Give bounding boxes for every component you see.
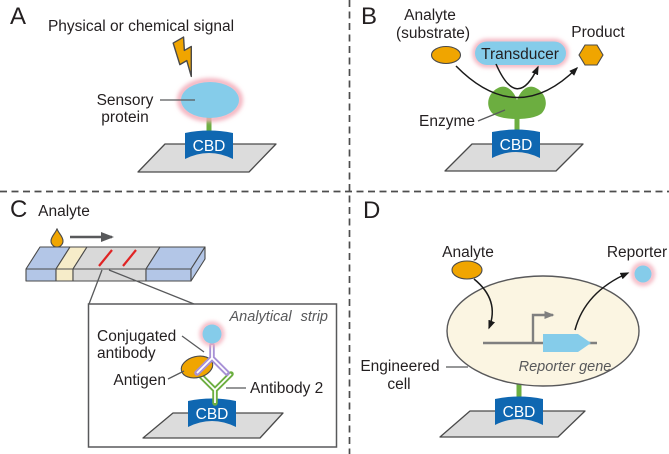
substrate-to-product-arrow xyxy=(455,65,579,99)
enzyme-label: Enzyme xyxy=(419,113,475,130)
conjugate-ball-glow xyxy=(199,321,225,347)
sensory-protein-shape xyxy=(181,82,239,118)
transducer-label: Transducer xyxy=(481,46,559,63)
panel-d: D Analyte Reporter CBD Reporter gene Eng… xyxy=(360,197,667,438)
antigen-pointer-line xyxy=(167,370,185,380)
reporter-label: Reporter xyxy=(607,244,667,261)
conjugate-ball xyxy=(202,324,222,344)
signal-label: Physical or chemical signal xyxy=(48,18,234,35)
panel-d-letter: D xyxy=(363,197,380,224)
product-hexagon-shape xyxy=(578,44,604,66)
reporter-gene-shape xyxy=(543,334,591,352)
conjugated-antibody-shape xyxy=(194,342,230,376)
reporter-ball xyxy=(634,265,652,283)
cellulose-surface-d xyxy=(439,410,586,438)
reporter-exit-arrow xyxy=(574,272,630,331)
engineered-cell-label-line1: Engineered xyxy=(360,358,439,375)
cellulose-surface-c xyxy=(142,412,284,439)
catalysis-arrow xyxy=(495,63,539,90)
analyte-substrate-shape xyxy=(430,45,462,65)
analytical-strip-caption: Analytical strip xyxy=(229,309,328,325)
analyte-label-c: Analyte xyxy=(38,203,90,220)
engineered-cell-label-line2: cell xyxy=(387,376,410,393)
lightning-bolt-icon xyxy=(172,36,193,78)
panel-b: B Analyte (substrate) Product Transducer… xyxy=(361,3,625,172)
sensory-protein-label-line1: Sensory xyxy=(97,92,154,109)
panel-c: C Analyte Analytical strip CBD xyxy=(10,196,338,448)
test-line xyxy=(98,249,113,267)
control-line xyxy=(122,249,137,267)
analyte-label-line1: Analyte xyxy=(404,7,456,24)
antibody-2-shape xyxy=(196,371,234,406)
analyte-shape-d xyxy=(451,260,483,280)
panel-a-letter: A xyxy=(10,3,26,30)
panel-a: A Physical or chemical signal CBD Sensor… xyxy=(10,3,277,173)
antigen-label: Antigen xyxy=(113,372,166,389)
analyte-label-line2: (substrate) xyxy=(396,25,470,42)
zoom-callout-line-left xyxy=(88,269,103,305)
cellulose-surface-b xyxy=(444,143,584,172)
product-label: Product xyxy=(571,24,625,41)
analyte-label-d: Analyte xyxy=(442,244,494,261)
panel-c-letter: C xyxy=(10,196,27,223)
reporter-ball-glow xyxy=(631,262,655,286)
promoter-arrow xyxy=(531,311,555,343)
enzyme-shape xyxy=(488,86,546,119)
cbd-label-d: CBD xyxy=(503,404,536,421)
lateral-flow-strip xyxy=(25,246,206,282)
analyte-entry-arrow xyxy=(473,278,495,330)
enzyme-pointer-line xyxy=(477,109,506,122)
cbd-label-a: CBD xyxy=(193,138,226,155)
conjugated-pointer-line xyxy=(181,335,205,353)
conjugated-antibody-label-line1: Conjugated xyxy=(97,328,176,345)
cbd-label-b: CBD xyxy=(500,137,533,154)
sensory-protein-label-line2: protein xyxy=(101,109,148,126)
cbd-label-c: CBD xyxy=(196,406,229,423)
engineered-cell-shape xyxy=(446,275,640,387)
conjugated-antibody-label-line2: antibody xyxy=(97,345,156,362)
panel-b-letter: B xyxy=(361,3,377,30)
antibody-2-label: Antibody 2 xyxy=(250,380,323,397)
reporter-gene-label: Reporter gene xyxy=(519,359,612,375)
analyte-droplet-icon xyxy=(50,228,64,248)
zoom-callout-line-right xyxy=(108,269,195,305)
transducer-box xyxy=(475,41,566,65)
cellulose-surface-a xyxy=(137,143,277,173)
